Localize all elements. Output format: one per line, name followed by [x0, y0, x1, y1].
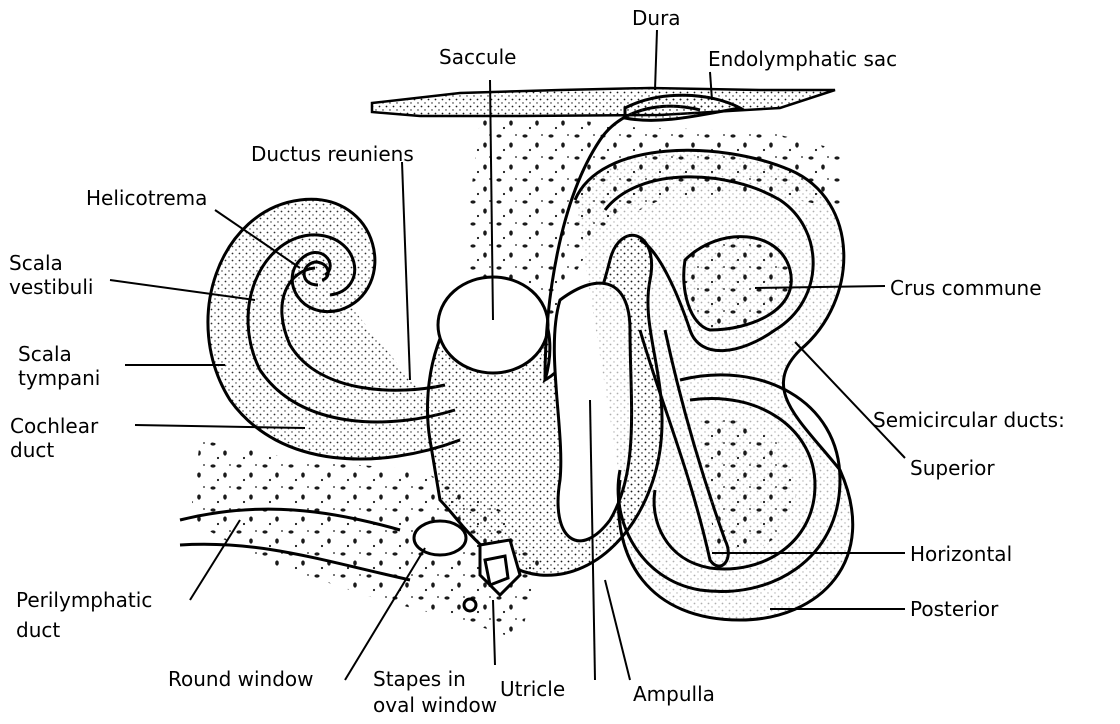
round-window-membrane: [414, 521, 466, 555]
canal-superior-outer: [575, 150, 853, 620]
label-saccule: Saccule: [439, 45, 516, 69]
stapes-footplate-knob: [464, 599, 476, 611]
label-scala-vestibuli-2: vestibuli: [9, 275, 93, 299]
label-posterior: Posterior: [910, 597, 998, 621]
dura-layer: [372, 88, 835, 116]
label-helicotrema: Helicotrema: [86, 186, 207, 210]
label-scala-tympani-1: Scala: [18, 342, 72, 366]
label-cochlear-duct-1: Cochlear: [10, 414, 98, 438]
label-round-window: Round window: [168, 667, 314, 691]
semicircular-canals: [575, 150, 853, 620]
leader-ductus-reuniens: [402, 162, 410, 380]
leader-ampulla: [605, 580, 630, 680]
label-superior: Superior: [910, 456, 995, 480]
label-scala-vestibuli-1: Scala: [9, 251, 63, 275]
label-ampulla: Ampulla: [633, 682, 715, 706]
label-crus-commune: Crus commune: [890, 276, 1042, 300]
label-perilymphatic-duct-2: duct: [16, 618, 60, 642]
cochlea: [208, 199, 460, 459]
label-dura: Dura: [632, 6, 681, 30]
label-stapes-2: oval window: [373, 693, 497, 717]
label-stapes-1: Stapes in: [373, 667, 466, 691]
label-semicircular-ducts: Semicircular ducts:: [873, 408, 1065, 432]
label-scala-tympani-2: tympani: [18, 366, 100, 390]
label-perilymphatic-duct-1: Perilymphatic: [16, 588, 152, 612]
label-cochlear-duct-2: duct: [10, 438, 54, 462]
label-ductus-reuniens: Ductus reuniens: [251, 142, 414, 166]
label-horizontal: Horizontal: [910, 542, 1012, 566]
leader-dura: [655, 30, 657, 90]
label-endolymphatic-sac: Endolymphatic sac: [708, 47, 897, 71]
label-utricle: Utricle: [500, 677, 565, 701]
